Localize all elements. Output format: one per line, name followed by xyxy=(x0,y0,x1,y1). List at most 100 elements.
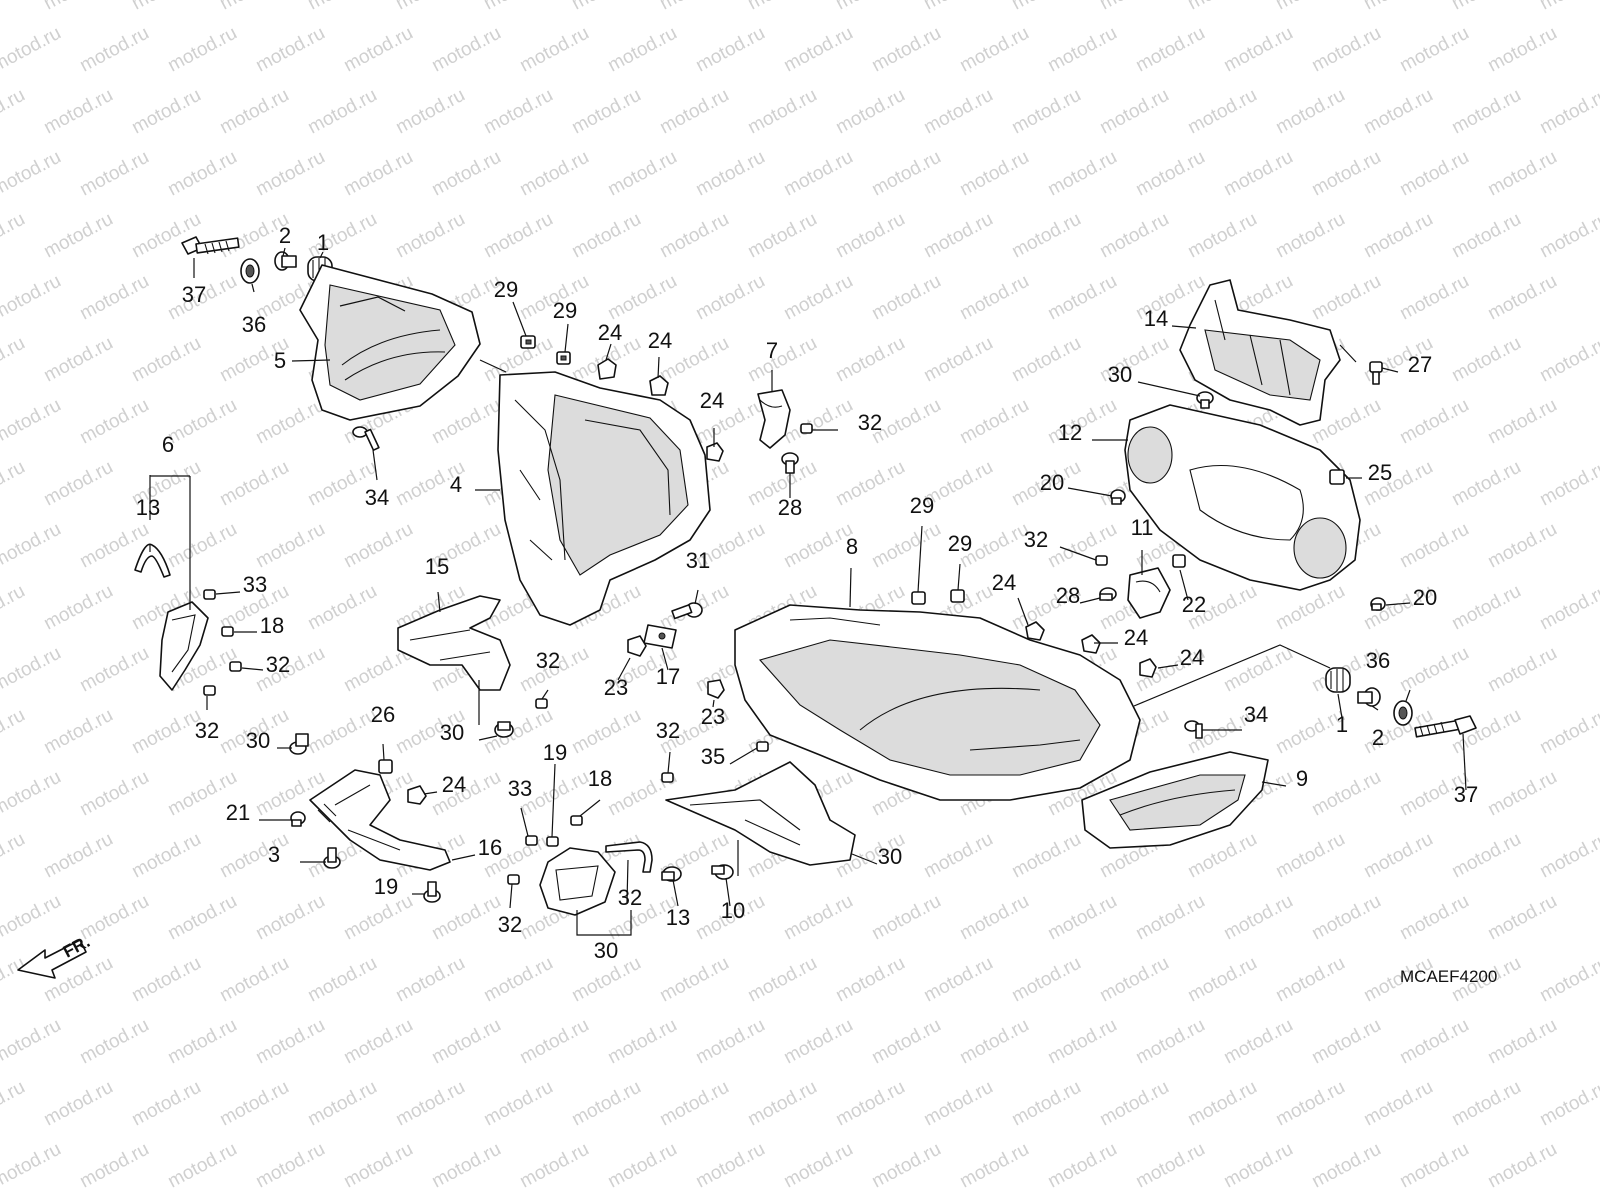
callout-label: 24 xyxy=(442,772,466,797)
clip-23-a xyxy=(627,635,647,657)
watermark-text: motod.ru xyxy=(604,1139,680,1193)
watermark-text: motod.ru xyxy=(164,1139,240,1193)
watermark-text: motod.ru xyxy=(1396,147,1472,201)
watermark-text: motod.ru xyxy=(0,891,65,945)
callout-label: 36 xyxy=(242,312,266,337)
watermark-text: motod.ru xyxy=(392,0,468,14)
watermark-text: motod.ru xyxy=(0,0,29,14)
watermark-text: motod.ru xyxy=(252,395,328,449)
plate-17 xyxy=(643,624,677,649)
watermark-text: motod.ru xyxy=(1044,891,1120,945)
watermark-text: motod.ru xyxy=(1396,23,1472,77)
callout-label: 29 xyxy=(948,531,972,556)
callout-label: 9 xyxy=(1296,766,1308,791)
watermark-text: motod.ru xyxy=(1184,209,1260,263)
watermark-text: motod.ru xyxy=(1360,0,1436,14)
watermark-text: motod.ru xyxy=(216,0,292,14)
watermark-text: motod.ru xyxy=(1484,1139,1560,1193)
callout-label: 13 xyxy=(136,495,160,520)
watermark-text: motod.ru xyxy=(744,85,820,139)
callout-label: 1 xyxy=(317,230,329,255)
clip-nut-29-d xyxy=(950,589,965,603)
watermark-text: motod.ru xyxy=(128,705,204,759)
watermark-text: motod.ru xyxy=(128,85,204,139)
watermark-text: motod.ru xyxy=(1272,581,1348,635)
watermark-text: motod.ru xyxy=(428,1015,504,1069)
watermark-text: motod.ru xyxy=(0,333,29,387)
watermark-text: motod.ru xyxy=(832,457,908,511)
watermark-text: motod.ru xyxy=(1220,1139,1296,1193)
part-10-bracket xyxy=(539,847,616,916)
watermark-text: motod.ru xyxy=(1448,209,1524,263)
watermark-text: motod.ru xyxy=(656,0,732,14)
watermark-text: motod.ru xyxy=(340,1139,416,1193)
watermark-text: motod.ru xyxy=(304,85,380,139)
callout-label: 15 xyxy=(425,554,449,579)
watermark-text: motod.ru xyxy=(0,519,65,573)
watermark-text: motod.ru xyxy=(252,1139,328,1193)
clip-23-b xyxy=(707,679,725,699)
watermark-text: motod.ru xyxy=(1044,23,1120,77)
leader-lines xyxy=(149,247,1467,936)
callout-label: 4 xyxy=(450,472,462,497)
screw-19-a xyxy=(323,847,341,869)
clip-30-left xyxy=(289,733,309,755)
diagram-code: MCAEF4200 xyxy=(1400,967,1497,986)
part-25 xyxy=(1329,469,1345,485)
watermark-text: motod.ru xyxy=(568,1077,644,1131)
watermark-text: motod.ru xyxy=(1184,953,1260,1007)
watermark-text: motod.ru xyxy=(780,1015,856,1069)
watermark-text: motod.ru xyxy=(1008,953,1084,1007)
screw-20-b xyxy=(1370,597,1386,611)
watermark-text: motod.ru xyxy=(1220,643,1296,697)
watermark-text: motod.ru xyxy=(1484,271,1560,325)
watermark-text: motod.ru xyxy=(340,147,416,201)
watermark-text: motod.ru xyxy=(956,1015,1032,1069)
watermark-text: motod.ru xyxy=(868,1139,944,1193)
watermark-text: motod.ru xyxy=(128,0,204,14)
watermark-text: motod.ru xyxy=(692,147,768,201)
part-6-bracket xyxy=(159,601,209,691)
callout-label: 27 xyxy=(1408,352,1432,377)
watermark-text: motod.ru xyxy=(1448,829,1524,883)
watermark-text: motod.ru xyxy=(304,953,380,1007)
watermark-text: motod.ru xyxy=(428,147,504,201)
bolt-37-left xyxy=(181,236,240,255)
watermark-text: motod.ru xyxy=(656,1077,732,1131)
watermark-text: motod.ru xyxy=(392,953,468,1007)
watermark-text: motod.ru xyxy=(0,271,65,325)
screw-35 xyxy=(756,741,769,752)
watermark-text: motod.ru xyxy=(1184,0,1260,14)
watermark-text: motod.ru xyxy=(568,85,644,139)
watermark-text: motod.ru xyxy=(1484,891,1560,945)
watermark-text: motod.ru xyxy=(1484,23,1560,77)
watermark-text: motod.ru xyxy=(1184,85,1260,139)
watermark-text: motod.ru xyxy=(428,395,504,449)
watermark-text: motod.ru xyxy=(164,891,240,945)
watermark-text: motod.ru xyxy=(252,147,328,201)
watermark-text: motod.ru xyxy=(1360,85,1436,139)
watermark-text: motod.ru xyxy=(480,1077,556,1131)
watermark-text: motod.ru xyxy=(1536,581,1600,635)
clip-24-c xyxy=(706,442,724,462)
clip-28-right xyxy=(1099,587,1117,601)
watermark-text: motod.ru xyxy=(692,23,768,77)
parts-drawing xyxy=(17,236,1477,979)
watermark-text: motod.ru xyxy=(744,1077,820,1131)
watermark-text: motod.ru xyxy=(304,0,380,14)
callout-label: 22 xyxy=(1182,592,1206,617)
watermark-text: motod.ru xyxy=(920,333,996,387)
watermark-text: motod.ru xyxy=(40,581,116,635)
clip-24-d xyxy=(1025,621,1045,641)
watermark-text: motod.ru xyxy=(1396,271,1472,325)
watermark-text: motod.ru xyxy=(832,333,908,387)
watermark-text: motod.ru xyxy=(1272,85,1348,139)
watermark-text: motod.ru xyxy=(1308,1015,1384,1069)
watermark-text: motod.ru xyxy=(780,395,856,449)
watermark-text: motod.ru xyxy=(0,767,65,821)
watermark-text: motod.ru xyxy=(744,209,820,263)
watermark-text: motod.ru xyxy=(832,0,908,14)
part-3-lower-arm xyxy=(309,769,451,871)
watermark-text: motod.ru xyxy=(1184,1077,1260,1131)
clip-30-lower-b xyxy=(711,864,734,880)
